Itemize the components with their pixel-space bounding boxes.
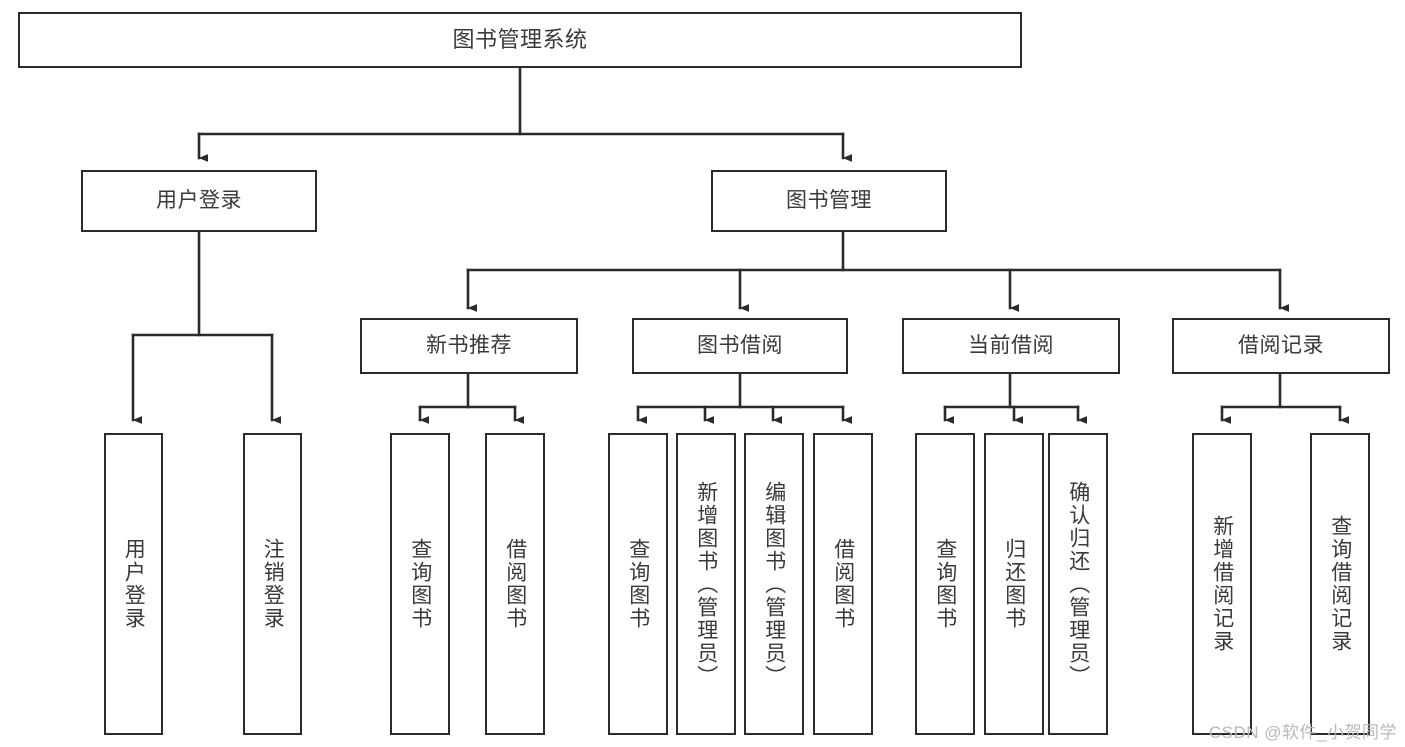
leaf-new-book-query[interactable]: 查询图书 (390, 433, 450, 735)
leaf-user-login-signin[interactable]: 用户登录 (104, 433, 163, 735)
node-root-book-management-system[interactable]: 图书管理系统 (18, 12, 1022, 68)
leaf-book-borrow-edit-label: 编辑图书（管理员） (762, 480, 786, 688)
leaf-book-borrow-edit[interactable]: 编辑图书（管理员） (744, 433, 804, 735)
leaf-new-book-query-label: 查询图书 (408, 538, 432, 630)
leaf-new-book-borrow-label: 借阅图书 (503, 538, 527, 630)
node-book-borrow[interactable]: 图书借阅 (632, 318, 848, 374)
node-root-label: 图书管理系统 (452, 27, 588, 53)
node-borrow-record-label: 借阅记录 (1238, 333, 1324, 357)
leaf-current-borrow-confirm-return[interactable]: 确认归还（管理员） (1048, 433, 1108, 735)
node-user-login-label: 用户登录 (156, 188, 242, 212)
csdn-watermark: CSDN @软件_小贺同学 (1208, 723, 1397, 742)
leaf-book-borrow-query-label: 查询图书 (626, 538, 650, 630)
node-current-borrow[interactable]: 当前借阅 (902, 318, 1120, 374)
node-new-book-recommend-label: 新书推荐 (426, 333, 512, 357)
node-book-management-label: 图书管理 (786, 188, 872, 212)
leaf-current-borrow-query-label: 查询图书 (933, 538, 957, 630)
leaf-current-borrow-confirm-return-label: 确认归还（管理员） (1066, 480, 1090, 688)
node-current-borrow-label: 当前借阅 (968, 333, 1054, 357)
leaf-user-login-signin-label: 用户登录 (122, 538, 146, 630)
leaf-book-borrow-borrow-label: 借阅图书 (831, 538, 855, 630)
node-user-login[interactable]: 用户登录 (81, 170, 317, 232)
leaf-borrow-record-query[interactable]: 查询借阅记录 (1310, 433, 1370, 735)
leaf-book-borrow-add[interactable]: 新增图书（管理员） (676, 433, 736, 735)
leaf-current-borrow-return[interactable]: 归还图书 (984, 433, 1044, 735)
leaf-book-borrow-add-label: 新增图书（管理员） (694, 480, 718, 688)
node-new-book-recommend[interactable]: 新书推荐 (360, 318, 578, 374)
leaf-borrow-record-add-label: 新增借阅记录 (1210, 515, 1234, 653)
leaf-current-borrow-return-label: 归还图书 (1002, 538, 1026, 630)
leaf-new-book-borrow[interactable]: 借阅图书 (485, 433, 545, 735)
node-book-management[interactable]: 图书管理 (711, 170, 947, 232)
leaf-borrow-record-query-label: 查询借阅记录 (1328, 515, 1352, 653)
leaf-borrow-record-add[interactable]: 新增借阅记录 (1192, 433, 1252, 735)
node-book-borrow-label: 图书借阅 (697, 333, 783, 357)
leaf-book-borrow-query[interactable]: 查询图书 (608, 433, 668, 735)
leaf-current-borrow-query[interactable]: 查询图书 (915, 433, 975, 735)
leaf-user-login-signout[interactable]: 注销登录 (243, 433, 302, 735)
leaf-book-borrow-borrow[interactable]: 借阅图书 (813, 433, 873, 735)
leaf-user-login-signout-label: 注销登录 (261, 538, 285, 630)
node-borrow-record[interactable]: 借阅记录 (1172, 318, 1390, 374)
